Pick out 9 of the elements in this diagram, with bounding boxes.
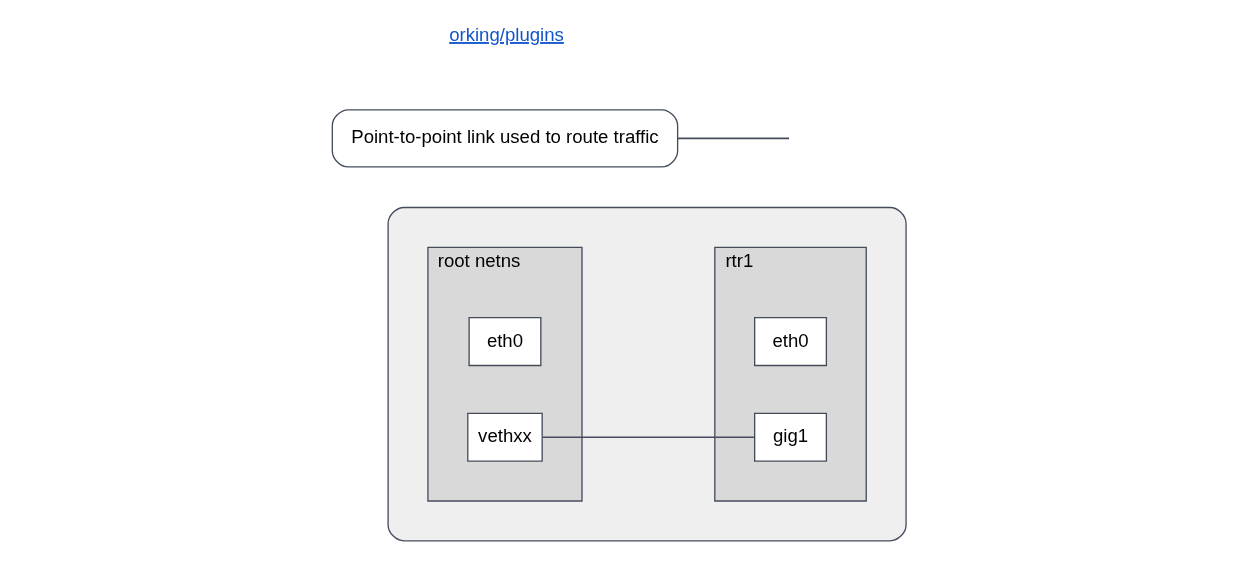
connector (541, 436, 756, 439)
node-box: eth0 (468, 317, 542, 367)
node-box: eth0 (754, 317, 828, 367)
cluster (387, 206, 907, 542)
label: orking/plugins (449, 24, 564, 46)
node-box: gig1 (754, 412, 828, 462)
node-box: vethxx (467, 412, 543, 462)
node-box: Point-to-point link used to route traffic (331, 109, 679, 168)
connector (677, 137, 790, 140)
